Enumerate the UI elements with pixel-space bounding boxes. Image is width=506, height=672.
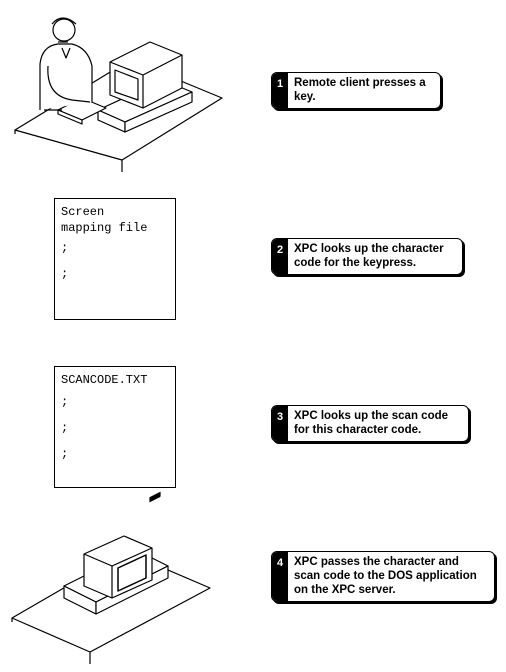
step-number: 4 bbox=[272, 552, 288, 601]
step-4-callout: 4 XPC passes the character and scan code… bbox=[271, 551, 495, 602]
step-text: Remote client presses a key. bbox=[294, 77, 426, 103]
doc-line: mapping file bbox=[61, 221, 148, 235]
step-3-callout: 3 XPC looks up the scan code for this ch… bbox=[271, 405, 469, 442]
doc-line: Screen bbox=[61, 205, 105, 219]
doc-ellipsis: ; bbox=[61, 267, 69, 281]
step-1-callout: 1 Remote client presses a key. bbox=[271, 72, 441, 109]
desk-scene-top bbox=[14, 17, 223, 172]
step-text: XPC looks up the scan code for this char… bbox=[294, 410, 449, 436]
step-number: 1 bbox=[272, 73, 288, 108]
step-number: 2 bbox=[272, 239, 288, 274]
step-text: XPC passes the character and scan code t… bbox=[294, 556, 477, 596]
desk-scene-bottom bbox=[11, 491, 211, 664]
step-text: XPC looks up the character code for the … bbox=[294, 243, 444, 269]
doc-ellipsis: ; bbox=[61, 447, 69, 461]
step-2-callout: 2 XPC looks up the character code for th… bbox=[271, 238, 463, 275]
screen-mapping-file-document: Screen mapping file ; ; bbox=[54, 198, 176, 320]
doc-ellipsis: ; bbox=[61, 241, 69, 255]
scancode-txt-document: SCANCODE.TXT ; ; ; bbox=[54, 366, 176, 488]
doc-ellipsis: ; bbox=[61, 395, 69, 409]
doc-line: SCANCODE.TXT bbox=[61, 373, 148, 387]
doc-ellipsis: ; bbox=[61, 421, 69, 435]
step-number: 3 bbox=[272, 406, 288, 441]
